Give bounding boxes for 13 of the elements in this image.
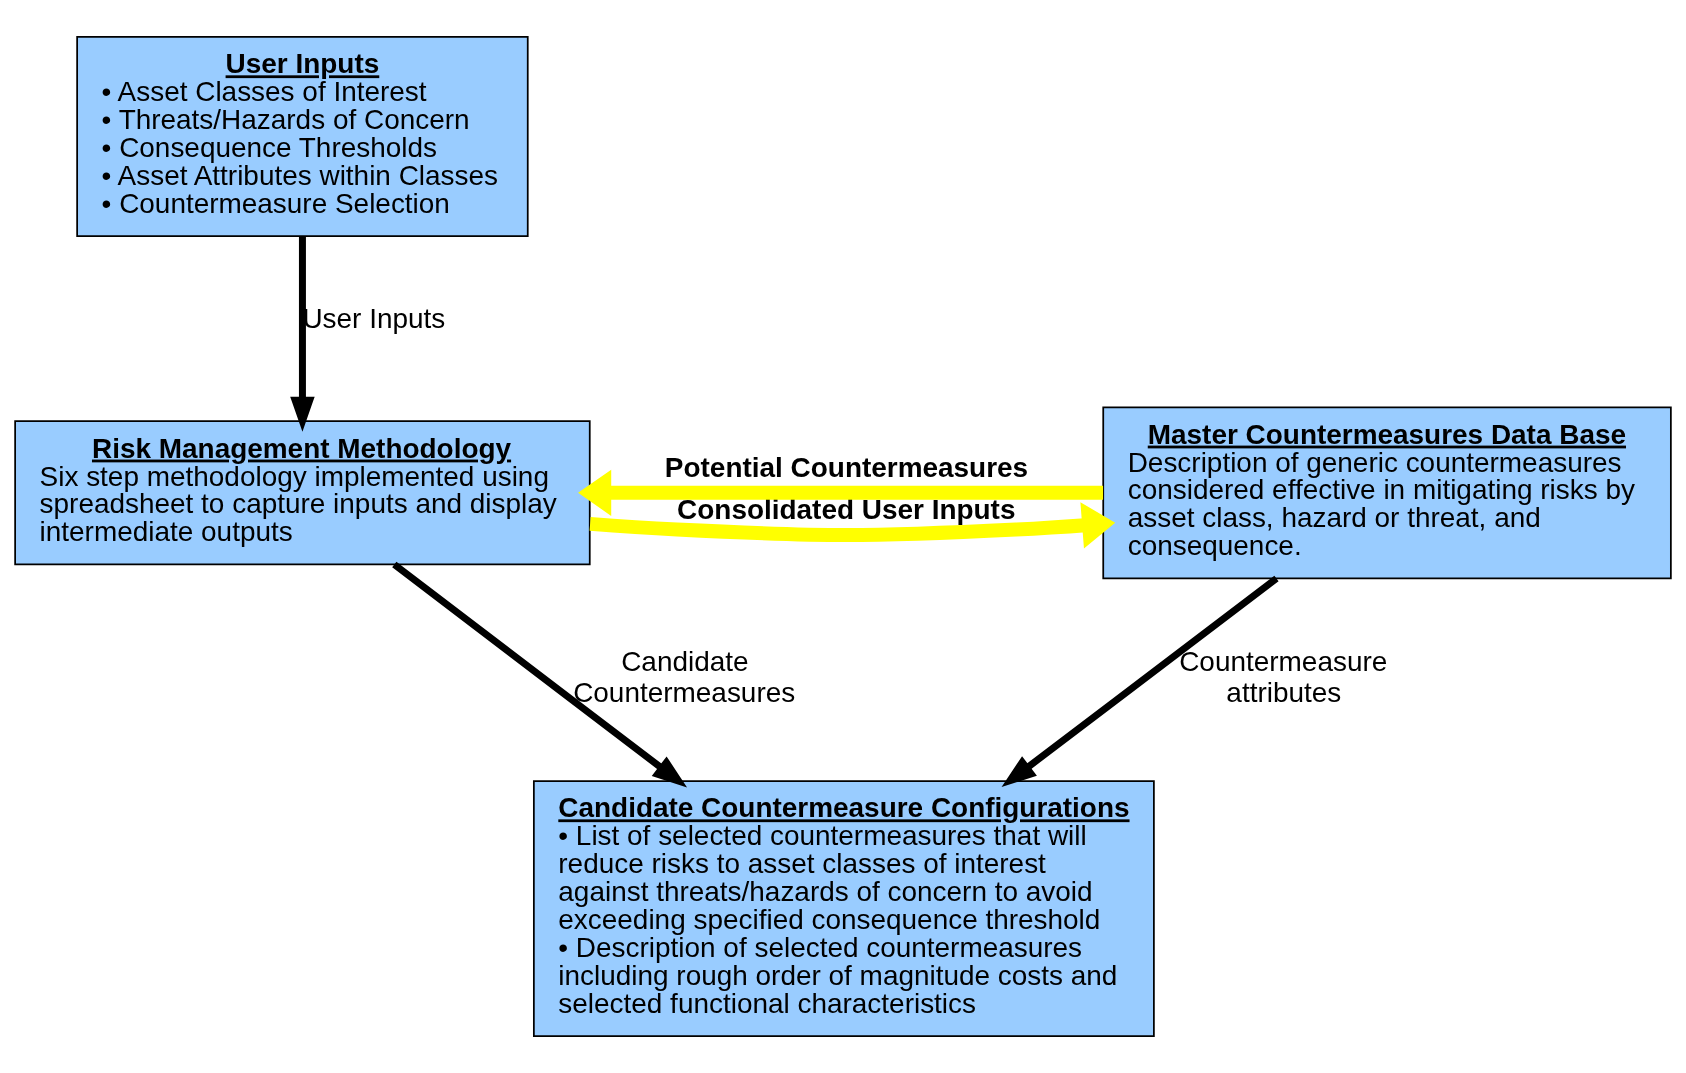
arrow [1001, 575, 1279, 788]
arrow [392, 561, 688, 788]
arrow [589, 502, 1116, 549]
arrow [578, 469, 1104, 517]
arrow [290, 236, 315, 432]
node-box: Risk Management Methodology Six step methodology implemented using spreadsheet to capture inputs and display intermediate outputs [14, 420, 591, 566]
node-box: Candidate Countermeasure Configurations • List of selected countermeasures that will reduce risks to asset classes of interest against threats/hazards of concern to avoid exceeding specified consequence threshold • Description of selected countermeasures including rough order of magnitude costs and selected functional characteristics [533, 780, 1155, 1037]
edge-label: Countermeasure attributes [1179, 645, 1388, 709]
edge-label: Candidate Countermeasures [573, 645, 796, 709]
edge-label: Consolidated User Inputs [677, 493, 1016, 525]
edge-label: Potential Countermeasures [664, 451, 1029, 483]
node-box: Master Countermeasures Data Base Description of generic countermeasures considered effective in mitigating risks by asset class, hazard or threat, and consequence. [1102, 406, 1672, 580]
node-box: User Inputs • Asset Classes of Interest • Threats/Hazards of Concern • Consequence Thresholds • Asset Attributes within Classes • Countermeasure Selection [76, 36, 529, 237]
